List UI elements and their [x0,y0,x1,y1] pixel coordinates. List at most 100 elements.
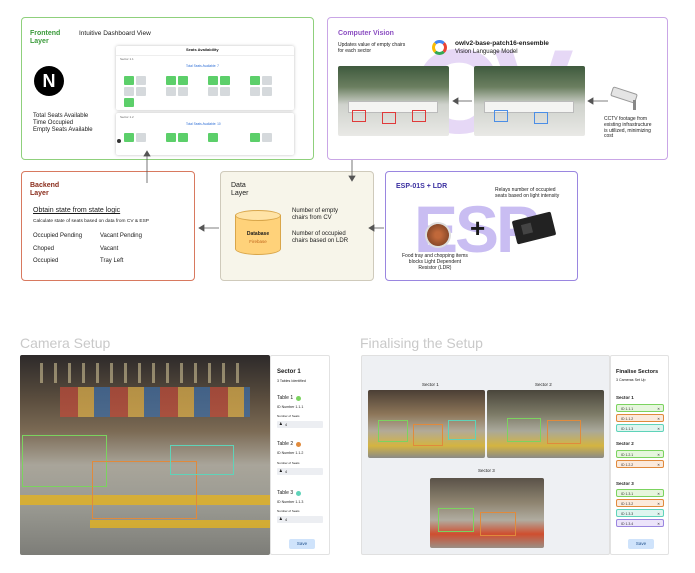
close-icon[interactable]: ✕ [657,407,660,411]
cctv-camera-icon [610,86,641,112]
close-icon[interactable]: ✕ [657,417,660,421]
nextjs-logo-icon: N [34,66,64,96]
close-icon[interactable]: ✕ [657,463,660,467]
frontend-layer-box [21,17,314,160]
finalise-panel-subtitle: 3 Cameras Set Up [616,378,646,382]
finalise-panel: Finalise Sectors 3 Cameras Set Up Sector… [610,355,669,555]
id-pill[interactable]: ID 1.1.3✕ [616,424,664,432]
backend-state-2: Vacant Pending [100,233,142,239]
data-empty-chairs: Number of empty chairs from CV [292,208,339,221]
save-button[interactable]: Save [289,539,315,549]
esp-food-note: Food tray and chopping items blocks Ligh… [402,253,468,271]
seat-tile [166,87,176,96]
seat-tile [124,87,134,96]
camera-setup-title: Camera Setup [20,335,111,351]
table-3-color-dot [296,491,301,496]
bbox-table-2 [92,461,197,519]
id-pill[interactable]: ID 1.3.4 ✕ [616,519,664,527]
id-pill[interactable]: ID 1.1.2 ✕ [616,414,664,422]
cv-title: Computer Vision [338,30,394,37]
table-3-seats-input[interactable]: ♟ 4 [277,516,323,523]
bbox [507,418,541,442]
table-2-id: ID Number 1.1.2 [277,451,304,455]
table-2-seats-input[interactable]: ♟ 4 [277,468,323,475]
id-pill[interactable]: ID 1.3.2 ✕ [616,499,664,507]
seat-tile [166,133,176,142]
close-icon[interactable]: ✕ [657,492,660,496]
bbox [480,512,516,536]
detection-box [382,112,396,124]
id-pill-label: ID 1.3.4 [621,522,634,526]
cv-desc: Updates value of empty chairs for each s… [338,42,406,54]
seat-tile [250,76,260,85]
stall-row [60,387,250,417]
id-pill[interactable]: ID 1.3.3✕ [616,509,664,517]
final-sector-2-label: Sector 2 [535,382,552,387]
detection-box [412,110,426,122]
table-2-color-dot [296,442,301,447]
sector-panel-title: Sector 1 [277,369,301,375]
bbox [448,420,476,440]
id-pill-label: ID 1.1.2 [621,417,634,421]
id-pill-label: ID 1.2.2 [621,463,634,467]
table-2-seats-label: Number of Seats [277,461,300,465]
id-pill-label: ID 1.3.2 [621,502,634,506]
id-pill[interactable]: ID 1.2.2 ✕ [616,460,664,468]
frontend-stat-total: Total Seats Available [33,113,89,119]
table-2-name: Table 2 [277,441,294,447]
seat-tile [262,76,272,85]
dashboard-dot [117,139,121,143]
id-pill[interactable]: ID 1.2.1✕ [616,450,664,458]
backend-state-6: Tray Left [100,258,124,264]
dashboard-title: Seats Availability [186,47,219,52]
dashboard-total-2: Total Seats Available: 10 [186,122,221,126]
dashboard-divider [116,55,294,56]
dashboard-sector-1: Sector 1.1 [120,57,134,61]
backend-state-3: Choped [33,246,55,252]
close-icon[interactable]: ✕ [657,522,660,526]
backend-state-4: Vacant [100,246,119,252]
close-icon[interactable]: ✕ [657,427,660,431]
table-1-color-dot [296,396,301,401]
table-2-seats-value: 4 [285,469,287,474]
table-3-id: ID Number 1.1.3 [277,500,304,504]
ceiling-lights [40,363,250,383]
id-pill[interactable]: ID 1.1.1✕ [616,404,664,412]
bbox-table-3 [170,445,234,475]
bbox [547,420,581,444]
cylinder-body [235,215,281,255]
cv-model-sub: Vision Language Model [455,49,518,55]
finalising-title: Finalising the Setup [360,335,483,351]
final-sector-3-photo [430,478,544,548]
esp-title: ESP-01S + LDR [396,183,448,190]
close-icon[interactable]: ✕ [657,453,660,457]
save-button-label: Save [296,541,308,546]
seat-tile [262,87,272,96]
seat-tile [124,133,134,142]
seat-tile [208,133,218,142]
table-1-seats-input[interactable]: ♟ 4 [277,421,323,428]
frontend-layer-title: Frontend Layer [30,30,61,46]
camera-setup-photo [20,355,270,555]
cv-detection-photo-left [338,66,449,136]
seat-tile [250,87,260,96]
finalise-group-1-name: Sector 1 [616,395,634,400]
frontend-stat-empty: Empty Seats Available [33,127,93,133]
cv-cctv-note: CCTV footage from existing infrastructur… [604,116,652,140]
plus-icon: + [470,213,486,243]
sector-panel-subtitle: 3 Tables Identified [277,379,306,383]
id-pill[interactable]: ID 1.3.1✕ [616,489,664,497]
seat-tile [178,76,188,85]
seat-tile [220,87,230,96]
seat-tile [124,98,134,107]
finalise-save-button[interactable]: Save [628,539,654,549]
dashboard-mock-lower: Sector 1.2 Total Seats Available: 10 [116,113,294,155]
finalise-save-label: Save [635,541,647,546]
close-icon[interactable]: ✕ [657,512,660,516]
seat-tile [208,76,218,85]
close-icon[interactable]: ✕ [657,502,660,506]
seat-tile [136,133,146,142]
seat-tile [220,76,230,85]
backend-heading: Obtain state from state logic [33,207,121,214]
seat-tile [250,133,260,142]
